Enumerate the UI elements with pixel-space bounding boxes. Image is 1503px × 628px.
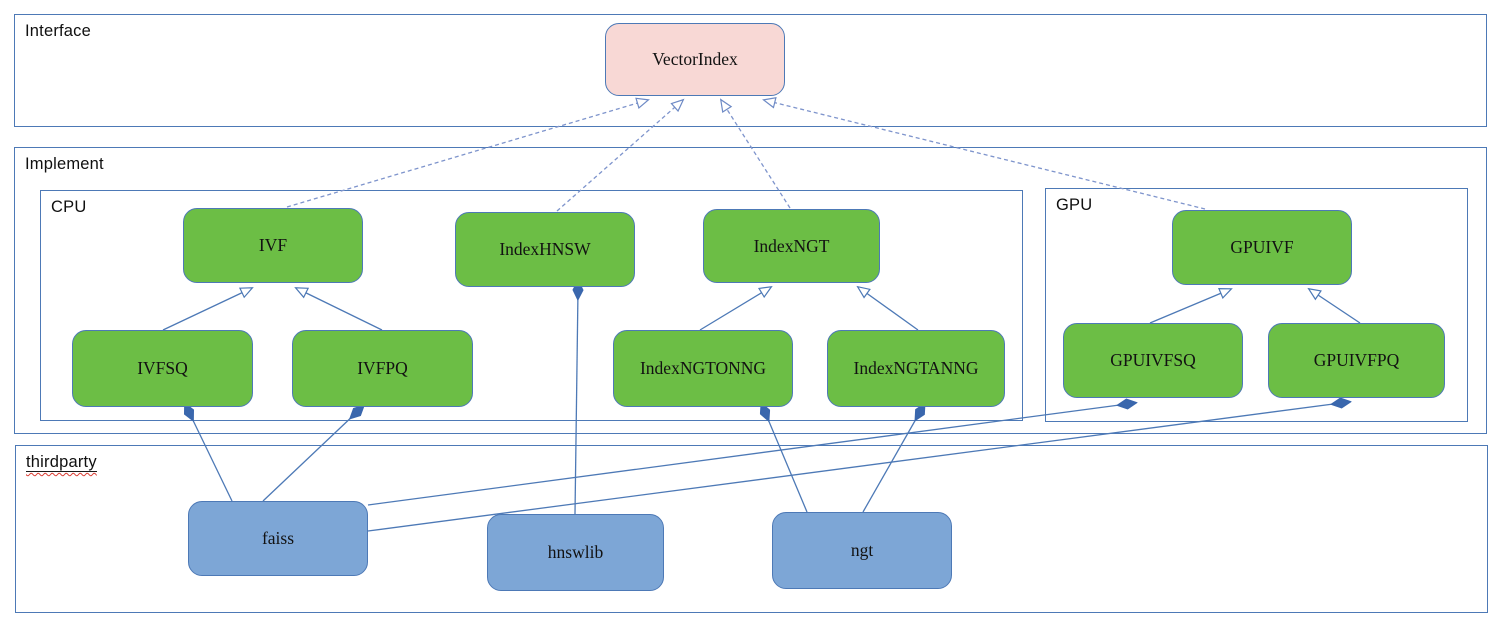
node-gpuivfsq-label: GPUIVFSQ <box>1110 350 1196 370</box>
node-ivf: IVF <box>183 208 363 283</box>
section-interface-label: Interface <box>25 22 92 40</box>
node-ivf-label: IVF <box>258 235 288 255</box>
node-indexngt-label: IndexNGT <box>753 235 830 256</box>
node-indexngt: IndexNGT <box>703 209 880 283</box>
node-faiss-label: faiss <box>261 528 295 548</box>
section-implement-label: Implement <box>25 155 104 173</box>
node-ivfpq-label: IVFPQ <box>357 358 408 378</box>
node-indexngtanng: IndexNGTANNG <box>827 330 1005 407</box>
section-gpu-label: GPU <box>1056 196 1093 214</box>
node-vectorindex: VectorIndex <box>605 23 785 96</box>
node-gpuivf: GPUIVF <box>1172 210 1352 285</box>
node-vectorindex-label: VectorIndex <box>652 49 738 69</box>
node-indexhnsw-label: IndexHNSW <box>499 239 591 259</box>
node-ivfsq: IVFSQ <box>72 330 253 407</box>
section-thirdparty-label: thirdparty <box>26 453 97 472</box>
node-gpuivfpq: GPUIVFPQ <box>1268 323 1445 398</box>
section-cpu-label: CPU <box>51 198 87 216</box>
node-ngt-label: ngt <box>850 540 874 560</box>
node-ivfsq-label: IVFSQ <box>137 358 188 378</box>
node-ngt: ngt <box>772 512 952 589</box>
node-faiss: faiss <box>188 501 368 576</box>
node-indexngtonng-label: IndexNGTONNG <box>639 358 767 378</box>
node-gpuivfpq-label: GPUIVFPQ <box>1313 350 1400 370</box>
node-hnswlib: hnswlib <box>487 514 664 591</box>
node-indexhnsw: IndexHNSW <box>455 212 635 287</box>
section-thirdparty-label-text: thirdparty <box>26 453 97 471</box>
node-indexngtonng: IndexNGTONNG <box>613 330 793 407</box>
node-hnswlib-label: hnswlib <box>547 542 604 562</box>
node-gpuivf-label: GPUIVF <box>1230 237 1294 257</box>
node-ivfpq: IVFPQ <box>292 330 473 407</box>
node-gpuivfsq: GPUIVFSQ <box>1063 323 1243 398</box>
node-indexngtanng-label: IndexNGTANNG <box>853 358 979 378</box>
